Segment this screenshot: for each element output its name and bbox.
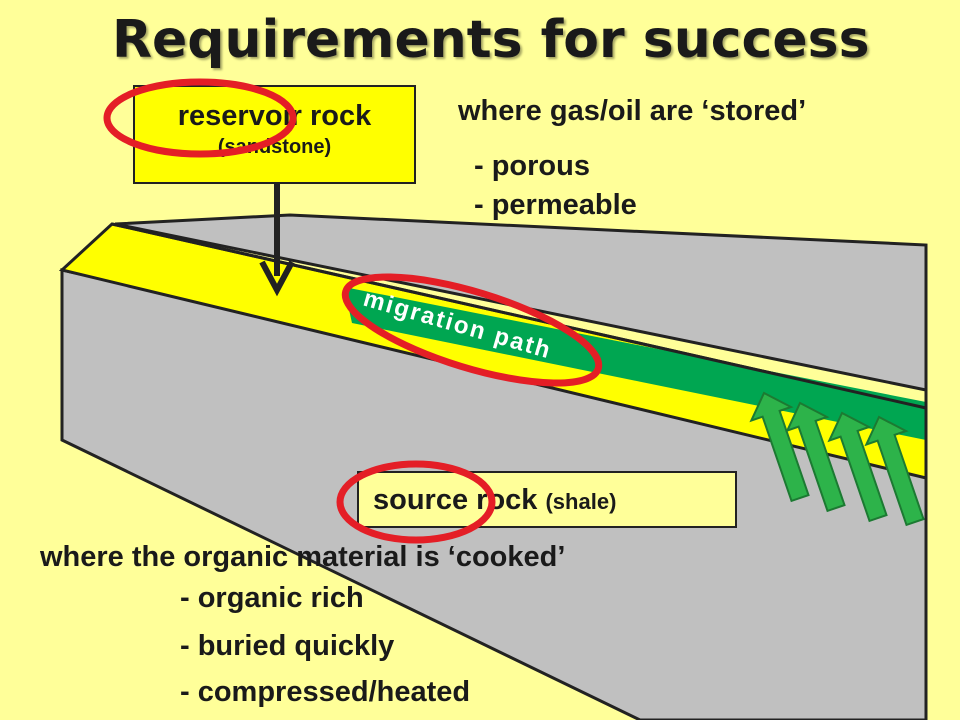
reservoir-description: where gas/oil are ‘stored’ — [458, 95, 807, 127]
reservoir-rock-box: reservoir rock (sandstone) — [133, 85, 416, 184]
reservoir-property: - porous — [474, 150, 590, 182]
source-requirement: - compressed/heated — [180, 676, 471, 708]
reservoir-property: - permeable — [474, 189, 637, 221]
page-title: Requirements for success — [112, 10, 870, 70]
reservoir-rock-label: reservoir rock — [177, 100, 372, 132]
source-requirement: - organic rich — [180, 582, 364, 614]
up-arrow-icon — [864, 415, 925, 527]
up-arrows-group — [749, 391, 925, 527]
source-description: where the organic material is ‘cooked’ — [40, 541, 566, 573]
source-rock-name: source rock — [373, 484, 538, 516]
source-rock-sublabel: (shale) — [545, 489, 617, 514]
source-requirement: - buried quickly — [180, 630, 395, 662]
reservoir-rock-sublabel: (sandstone) — [217, 136, 332, 158]
up-arrow-icon — [827, 411, 888, 523]
down-arrow-icon — [259, 184, 295, 297]
source-rock-label: source rock (shale) — [373, 484, 616, 517]
up-arrow-icon — [749, 391, 810, 503]
up-arrow-icon — [785, 401, 846, 513]
source-rock-box: source rock (shale) — [357, 471, 737, 528]
